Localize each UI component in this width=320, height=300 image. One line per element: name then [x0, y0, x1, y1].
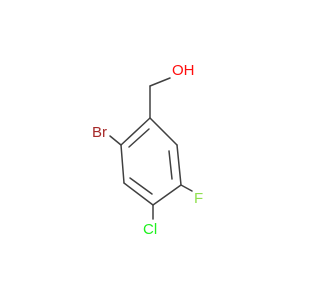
bond-c5-c6 — [176, 144, 182, 186]
bond-c4-c5 — [152, 184, 182, 206]
bond-c2-c3 — [120, 144, 125, 184]
bond-ch2-o — [149, 77, 171, 87]
bond-c1-c2-inner — [128, 128, 150, 148]
bond-c5-c6-inner — [168, 150, 173, 180]
atom-labels: OH Br Cl F — [92, 62, 203, 238]
atom-label-oh: OH — [172, 62, 195, 79]
bond-c1-c2 — [120, 117, 151, 146]
bond-c5-f — [180, 184, 193, 192]
bond-c6-c1 — [149, 117, 178, 146]
bonds — [109, 77, 193, 220]
bond-c3-c4-inner — [129, 177, 153, 195]
bond-c2-br — [109, 135, 122, 146]
atom-label-cl: Cl — [143, 221, 157, 238]
atom-label-f: F — [194, 190, 203, 207]
bond-c3-c4 — [123, 182, 154, 206]
atom-label-br: Br — [92, 124, 107, 141]
molecule-structure-diagram: OH Br Cl F — [92, 62, 203, 238]
